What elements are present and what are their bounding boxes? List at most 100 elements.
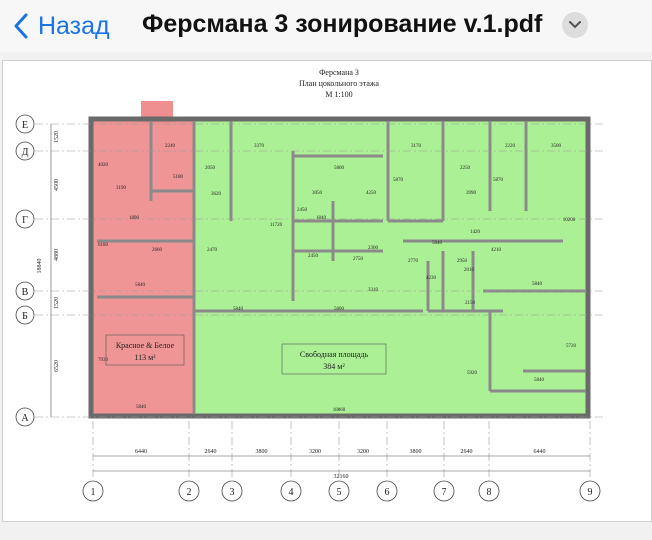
left-total-dim-label: 18840 [37, 259, 43, 274]
room-dim-label: 3050 [312, 191, 323, 196]
bottom-dim-label: 3800 [410, 449, 422, 455]
room-dim-label: 2050 [205, 166, 216, 171]
room-dim-label: 5840 [233, 307, 244, 312]
room-dim-label: 5840 [136, 405, 147, 410]
room-dim-label: 4020 [98, 163, 109, 168]
axis-col-bubble [433, 480, 455, 502]
room-dim-label: 2150 [465, 301, 476, 306]
axis-row-label: В [22, 287, 29, 298]
axis-col-bubble [376, 480, 398, 502]
room-dim-label: 10200 [563, 218, 576, 223]
axis-col-label: 6 [385, 487, 390, 498]
room-dim-label: 4210 [491, 248, 502, 253]
room-dim-label: 3370 [254, 144, 265, 149]
room-dim-label: 4250 [366, 191, 377, 196]
total-width-label: 32160 [334, 474, 349, 480]
room-dim-label: 11720 [270, 223, 283, 228]
room-dim-label: 5720 [566, 344, 577, 349]
bottom-dim-label: 2640 [461, 449, 473, 455]
left-dim-label: 4500 [54, 179, 60, 191]
chevron-down-icon [569, 21, 581, 29]
room-dim-label: 2470 [207, 248, 218, 253]
room-dim-label: 5800 [334, 307, 345, 312]
axis-row-label: Д [22, 147, 29, 158]
axis-col-bubble [478, 480, 500, 502]
axis-col-bubble [328, 480, 350, 502]
room-dim-label: 3170 [411, 144, 422, 149]
room-dim-label: 3620 [211, 192, 222, 197]
room-dim-label: 5870 [493, 178, 504, 183]
room-dim-label: 2450 [308, 254, 319, 259]
axis-col-bubble [280, 480, 302, 502]
room-dim-label: 2250 [460, 166, 471, 171]
bottom-dim-label: 3200 [357, 449, 369, 455]
document-title: Ферсмана 3 зонирование v.1.pdf [142, 10, 543, 38]
room-dim-label: 5870 [393, 178, 404, 183]
chevron-left-icon [14, 13, 28, 39]
room-dim-label: 2950 [457, 259, 468, 264]
zone-red-area-value: 113 м² [134, 353, 156, 362]
zone-green-area [194, 121, 586, 414]
axis-col-label: 4 [289, 487, 294, 498]
bottom-dim-label: 3800 [256, 449, 268, 455]
left-dim-label: 6520 [54, 360, 60, 372]
left-dim-label: 1520 [54, 297, 60, 309]
room-dim-label: 1420 [470, 230, 481, 235]
bottom-dim-label: 2640 [205, 449, 217, 455]
room-dim-label: 1890 [129, 216, 140, 221]
title-menu-button[interactable] [562, 12, 588, 38]
room-dim-label: 2770 [408, 259, 419, 264]
left-dim-label: 1520 [54, 131, 60, 143]
room-dim-label: 3500 [551, 144, 562, 149]
room-dim-label: 2220 [505, 144, 516, 149]
room-dim-label: 5840 [534, 378, 545, 383]
room-dim-label: 2750 [353, 257, 364, 262]
room-dim-label: 5800 [334, 166, 345, 171]
zone-green-name: Свободная площадь [300, 350, 369, 359]
outer-wall [88, 116, 591, 419]
axis-col-bubble [82, 480, 104, 502]
axis-col-label: 1 [91, 487, 96, 498]
axis-row-bubble [15, 281, 35, 301]
axis-col-label: 8 [487, 487, 492, 498]
zone-red-area [93, 121, 194, 414]
axis-row-label: Г [22, 215, 28, 226]
axis-col-bubble [178, 480, 200, 502]
axis-row-bubble [15, 407, 35, 427]
nav-bar: Назад Ферсмана 3 зонирование v.1.pdf [0, 0, 652, 53]
room-dim-label: 5920 [467, 371, 478, 376]
plan-header-line: План цокольного этажа [299, 79, 379, 88]
room-dim-label: 3190 [116, 186, 127, 191]
axis-row-bubble [15, 209, 35, 229]
bottom-dim-label: 6440 [534, 449, 546, 455]
room-dim-label: 2450 [297, 208, 308, 213]
room-dim-label: 2010 [464, 268, 475, 273]
room-dim-label: 7930 [98, 358, 109, 363]
plan-header-line: М 1:100 [325, 90, 352, 99]
axis-col-label: 2 [187, 487, 192, 498]
room-dim-label: 2300 [368, 246, 379, 251]
room-dim-label: 4230 [426, 276, 437, 281]
axis-row-bubble [15, 305, 35, 325]
left-dim-label: 4880 [54, 249, 60, 261]
back-label: Назад [38, 11, 110, 40]
axis-row-label: А [21, 413, 29, 424]
room-dim-label: 5180 [173, 175, 184, 180]
zone-green-area-value: 384 м² [323, 362, 345, 371]
axis-col-label: 3 [230, 487, 235, 498]
room-dim-label: 3990 [466, 191, 477, 196]
zone-green-label-box [281, 343, 387, 375]
axis-row-bubble [15, 114, 35, 134]
zone-red-label-box [105, 334, 185, 366]
axis-col-label: 7 [442, 487, 447, 498]
back-button[interactable]: Назад [14, 8, 110, 44]
room-dim-label: 5840 [135, 283, 146, 288]
room-dim-label: 2240 [165, 144, 176, 149]
axis-col-bubble [221, 480, 243, 502]
axis-row-label: Е [22, 120, 28, 131]
room-dim-label: 5840 [532, 282, 543, 287]
room-dim-label: 5840 [432, 241, 443, 246]
